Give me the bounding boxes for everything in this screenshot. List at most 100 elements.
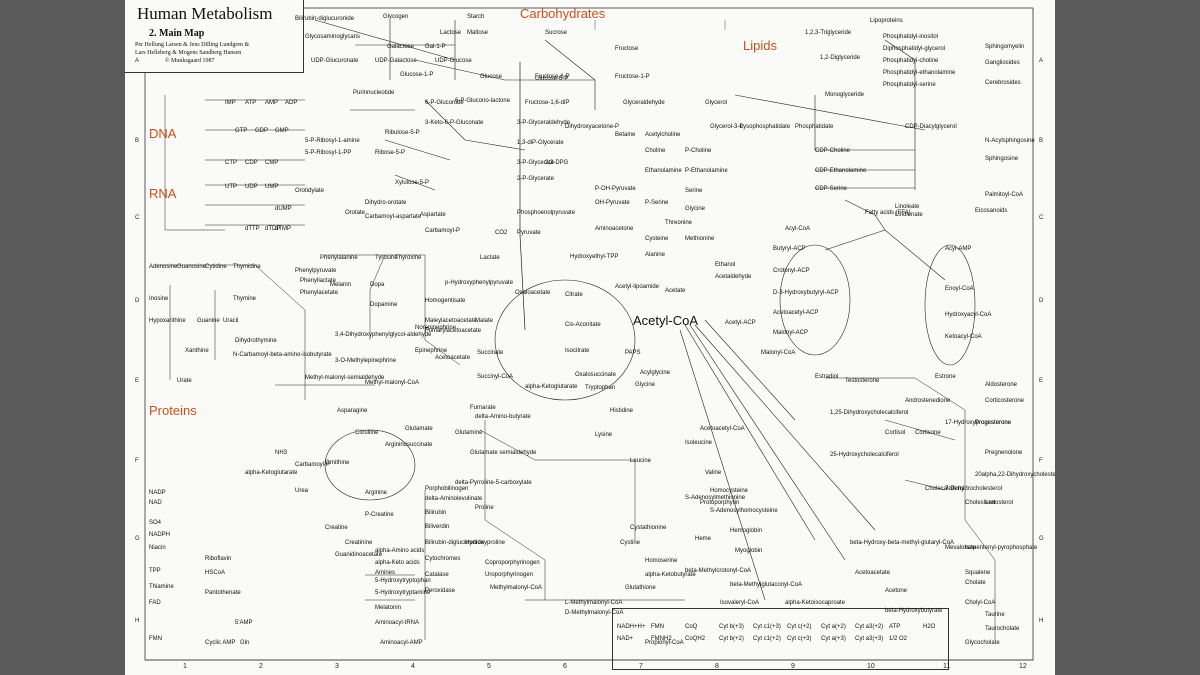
metabolite-label: Thyroxine [395, 255, 422, 261]
metabolite-label: SO4 [149, 520, 162, 526]
metabolite-label: Valine [705, 470, 722, 476]
column-number-8: 8 [715, 663, 719, 670]
authors-line-2: Lars Helleberg & Mogens Sandberg Hansen [135, 50, 242, 56]
metabolite-label: 3-P-Glycerate [517, 160, 555, 166]
metabolite-label: Aspartate [420, 212, 446, 218]
metabolite-label: 1,25-Dihydroxycholecalciferol [830, 410, 909, 416]
metabolite-label: Acetoacetyl-ACP [773, 310, 819, 316]
metabolite-label: Squalene [965, 570, 991, 576]
metabolite-label: Glycosaminoglycans [305, 34, 361, 40]
metabolite-label: Peroxidase [425, 588, 456, 594]
metabolite-label: UDP-Glucose [435, 58, 472, 64]
metabolite-label: Carbamoyl-P [425, 228, 461, 234]
metabolite-label: Hydroxyproline [465, 540, 506, 546]
metabolite-label: Sphingosine [985, 156, 1019, 162]
metabolite-label: NH3 [275, 450, 288, 456]
metabolite-label: S-Adenosylhomocysteine [710, 508, 778, 514]
metabolite-label: Lactate [480, 255, 500, 261]
metabolite-label: Androstenedione [905, 398, 951, 404]
metabolite-label: Tyrosine [375, 255, 398, 261]
metabolite-label: CO2 [495, 230, 508, 236]
metabolite-label: 6-P-Gluconate [425, 100, 464, 106]
metabolite-label: Creatine [325, 525, 348, 531]
metabolite-label: Adenosine [149, 264, 178, 270]
metabolite-label: P-Creatine [365, 512, 394, 518]
metabolite-label: D-Methylmalonyl-CoA [565, 610, 624, 616]
metabolite-label: Threonine [665, 220, 693, 226]
metabolite-label: NAD [149, 500, 162, 506]
metabolite-label: P-Serine [645, 200, 669, 206]
metabolite-label: alpha-Amino acids [375, 548, 425, 554]
metabolite-label: Homocysteine [710, 488, 749, 494]
metabolite-label: UTP [225, 184, 237, 190]
row-letter-b-left: B [135, 138, 140, 144]
respiratory-chain-item: Cyt b(+3) [719, 624, 744, 630]
metabolite-label: Glutamate semialdehyde [470, 450, 537, 456]
metabolite-label: dTTP [245, 226, 260, 232]
metabolite-label: Fructose-1,6-diP [525, 100, 570, 106]
metabolite-label: dUMP [275, 206, 292, 212]
metabolite-label: Isoleucine [685, 440, 713, 446]
metabolite-label: Cis-Aconitate [565, 322, 601, 328]
metabolite-label: Ornithine [325, 460, 350, 466]
metabolite-label: GMP [275, 128, 289, 134]
metabolite-label: Epinephrine [415, 348, 448, 354]
metabolite-label: Acetaldehyde [715, 274, 752, 280]
metabolite-label: 3-O-Methylepinephrine [335, 358, 397, 364]
row-letter-e-right: E [1039, 378, 1044, 384]
metabolite-label: Norepinephrine [415, 325, 457, 331]
section-proteins: Proteins [149, 403, 197, 418]
metabolite-label: Methionine [685, 236, 715, 242]
metabolite-label: Phenyllactate [300, 278, 337, 284]
metabolite-label: Glycerol-3-P [710, 124, 744, 130]
metabolite-label: 2,3-DPG [545, 160, 569, 166]
metabolite-label: Palmitoyl-CoA [985, 192, 1024, 198]
row-letter-d-left: D [135, 298, 140, 304]
metabolite-label: Galactose [387, 44, 415, 50]
metabolite-label: Starch [467, 14, 485, 20]
metabolite-label: Guanidinoacetate [335, 552, 383, 558]
metabolite-label: Pantothenate [205, 590, 241, 596]
metabolite-label: Lysine [595, 432, 613, 438]
metabolite-label: Tryptophan [585, 385, 616, 391]
metabolite-label: Dopamine [370, 302, 398, 308]
metabolite-label: alpha-Ketoglutarate [245, 470, 298, 476]
metabolite-label: p-Hydroxyphenylpyruvate [445, 280, 514, 286]
metabolite-label: Testosterone [845, 378, 880, 384]
metabolite-label: ADP [285, 100, 298, 106]
metabolite-label: Fatty acids (FFA) [865, 210, 911, 216]
metabolite-label: Linolenate [895, 212, 923, 218]
column-number-4: 4 [411, 663, 415, 670]
title-block: Human Metabolism 2. Main Map Per Hellung… [125, 0, 304, 73]
metabolite-label: AMP [265, 100, 279, 106]
metabolite-label: Amines [375, 570, 396, 576]
row-letter-a-right: A [1039, 58, 1044, 64]
metabolite-label: Acetone [885, 588, 908, 594]
metabolite-label: Succinate [477, 350, 504, 356]
metabolite-label: Fructose-6-P [535, 74, 570, 80]
metabolite-label: Glyceraldehyde [623, 100, 665, 106]
metabolite-label: Cystine [620, 540, 641, 546]
metabolite-label: CDP [245, 160, 258, 166]
metabolite-label: Glycocholate [965, 640, 1000, 646]
metabolite-label: Citrulline [355, 430, 379, 436]
metabolite-label: NADP [149, 490, 166, 496]
metabolite-label: CDP-Ethanolamine [815, 168, 867, 174]
metabolite-label: UMP [265, 184, 279, 190]
row-letter-c-left: C [135, 215, 140, 221]
metabolite-label: Methylmalonyl-CoA [490, 585, 543, 591]
metabolite-label: Argininosuccinate [385, 442, 433, 448]
metabolite-label: Riboflavin [205, 556, 232, 562]
metabolite-label: Lipoproteins [870, 18, 903, 24]
metabolite-label: Hydroxyethyl-TPP [570, 254, 619, 260]
metabolite-label: Thiamine [149, 584, 174, 590]
respiratory-chain-item: FMNH2 [651, 636, 672, 642]
metabolite-label: Gangliosides [985, 60, 1020, 66]
respiratory-chain-item: Cyt c(+2) [787, 624, 812, 630]
metabolite-label: Hemoglobin [730, 528, 763, 534]
metabolite-label: Cystathionine [630, 525, 667, 531]
metabolite-label: 5-P-Ribosyl-1-PP [305, 150, 352, 156]
metabolite-label: CDP-Choline [815, 148, 851, 154]
metabolite-label: Lanosterol [985, 500, 1014, 506]
row-letter-h-right: H [1039, 618, 1044, 624]
